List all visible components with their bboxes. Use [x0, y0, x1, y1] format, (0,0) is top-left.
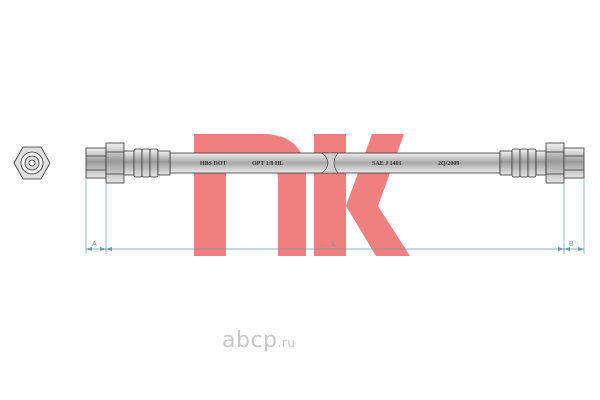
hose-marking-date: 2Q/2009: [438, 161, 459, 167]
hose-right-segment: [331, 152, 501, 174]
hose-left-segment: [169, 152, 329, 174]
dimension-b-label: B: [569, 241, 574, 248]
hose-marking-opt: OPT 1/8 HL: [252, 161, 284, 167]
nk-logo: [194, 134, 410, 256]
hose-bend-break: [321, 152, 339, 174]
left-fitting: [85, 142, 171, 184]
hose-body: HBS DOT OPT 1/8 HL SAE J 1401 2Q/2009: [169, 152, 501, 174]
nk-logo-n: [194, 134, 306, 256]
watermark-main: abcp: [222, 328, 278, 353]
dimension-l-label: L: [332, 241, 336, 248]
nk-logo-k: [314, 134, 410, 256]
watermark-tld: .ru: [277, 336, 296, 350]
site-watermark: abcp.ru: [222, 328, 295, 353]
hose-marking-hbs-dot: HBS DOT: [200, 161, 227, 167]
hose-marking-sae: SAE J 1401: [372, 161, 402, 167]
dimension-lines: A L B: [85, 178, 585, 254]
fitting-end-view: [13, 146, 51, 180]
dimension-a-label: A: [92, 241, 97, 248]
right-fitting: [499, 142, 585, 184]
